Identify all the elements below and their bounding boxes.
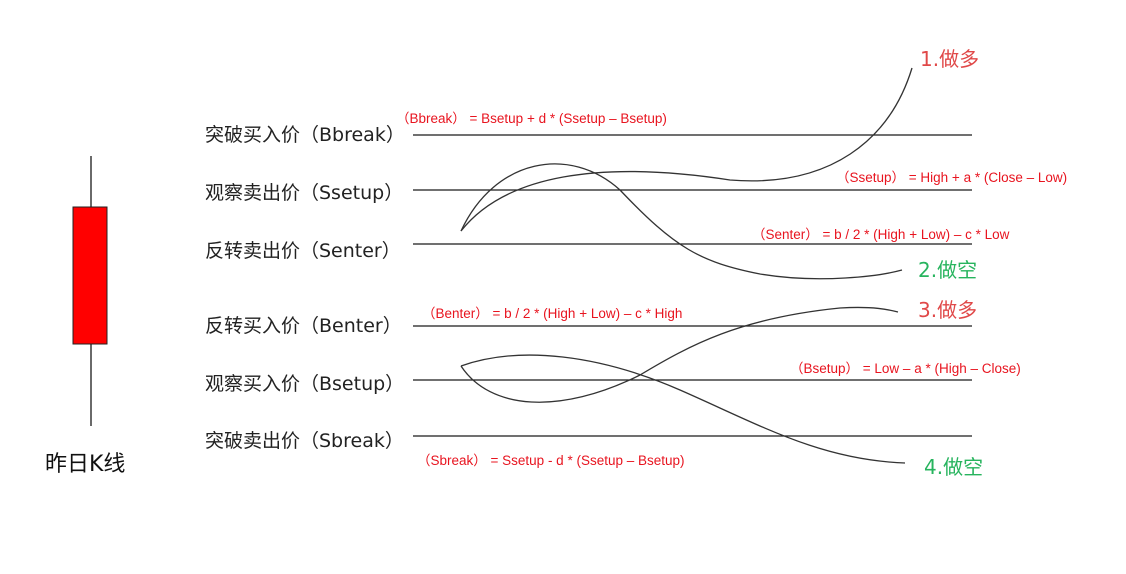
path-short-breakout [460, 354, 906, 464]
path-long-reversal [460, 306, 899, 403]
price-paths [460, 67, 913, 464]
signal-3-long: 3.做多 [918, 298, 977, 322]
signal-1-long: 1.做多 [920, 47, 979, 71]
level-labels: 突破买入价（Bbreak） 观察卖出价（Ssetup） 反转卖出价（Senter… [205, 124, 405, 452]
formula-benter: （Benter） = b / 2 * (High + Low) – c * Hi… [422, 306, 682, 321]
formula-bsetup: （Bsetup） = Low – a * (High – Close) [790, 361, 1021, 376]
level-label-bsetup: 观察买入价（Bsetup） [205, 373, 404, 395]
level-label-ssetup: 观察卖出价（Ssetup） [205, 182, 403, 204]
candlestick: 昨日K线 [45, 156, 125, 477]
signal-4-short: 4.做空 [924, 455, 983, 479]
level-lines [413, 134, 972, 437]
level-label-benter: 反转买入价（Benter） [205, 315, 402, 337]
signal-2-short: 2.做空 [918, 258, 977, 282]
level-label-bbreak: 突破买入价（Bbreak） [205, 124, 405, 146]
formula-sbreak: （Sbreak） = Ssetup - d * (Ssetup – Bsetup… [417, 453, 685, 468]
formulas: （Bbreak） = Bsetup + d * (Ssetup – Bsetup… [396, 111, 1067, 468]
signals: 1.做多 2.做空 3.做多 4.做空 [918, 47, 983, 479]
candle-caption: 昨日K线 [45, 452, 125, 477]
formula-bbreak: （Bbreak） = Bsetup + d * (Ssetup – Bsetup… [396, 111, 667, 126]
formula-senter: （Senter） = b / 2 * (High + Low) – c * Lo… [752, 227, 1010, 242]
level-label-sbreak: 突破卖出价（Sbreak） [205, 430, 404, 452]
candle-body [72, 206, 108, 345]
level-label-senter: 反转卖出价（Senter） [205, 240, 401, 262]
path-short-reversal [460, 163, 903, 280]
formula-ssetup: （Ssetup） = High + a * (Close – Low) [836, 170, 1067, 185]
path-long-breakout [460, 67, 913, 232]
